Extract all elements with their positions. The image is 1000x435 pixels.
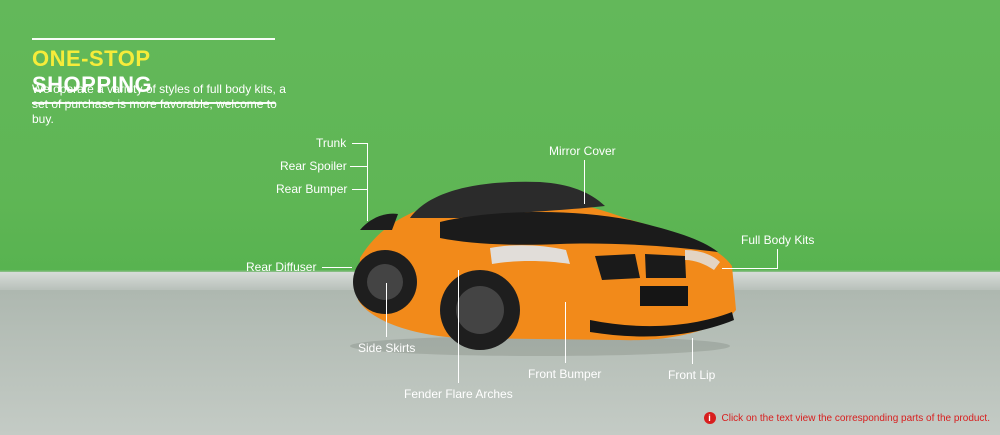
part-link-front-lip[interactable]: Front Lip — [668, 368, 716, 382]
title-highlight: ONE-STOP — [32, 46, 151, 71]
part-link-front-bumper[interactable]: Front Bumper — [528, 367, 602, 381]
part-link-rear-spoiler[interactable]: Rear Spoiler — [280, 159, 347, 173]
leader-line-rear-vertical — [367, 143, 368, 221]
leader-line-trunk — [352, 143, 368, 144]
leader-line-rear-bumper — [352, 189, 368, 190]
leader-line-rear-diffuser — [322, 267, 352, 268]
leader-line-full-body-kits-horizontal — [722, 268, 778, 269]
page-title: ONE-STOP SHOPPING — [32, 46, 275, 98]
part-link-trunk[interactable]: Trunk — [316, 136, 347, 150]
part-link-side-skirts[interactable]: Side Skirts — [358, 341, 416, 355]
part-link-mirror-cover[interactable]: Mirror Cover — [549, 144, 616, 158]
leader-line-side-skirts — [386, 283, 387, 337]
leader-line-front-lip — [692, 338, 693, 364]
header-top-rule — [32, 38, 275, 40]
header-bottom-rule — [32, 102, 275, 104]
section-header: ONE-STOP SHOPPING — [32, 38, 275, 104]
part-link-fender-flare-arches[interactable]: Fender Flare Arches — [404, 387, 513, 401]
instruction-note: i Click on the text view the correspondi… — [703, 412, 990, 424]
leader-line-fender-flare-arches — [458, 270, 459, 383]
car-image — [350, 181, 736, 356]
instruction-note-text: Click on the text view the corresponding… — [721, 412, 990, 424]
header-description: We operate a variety of styles of full b… — [32, 82, 286, 126]
leader-line-full-body-kits-vertical — [777, 249, 778, 269]
leader-line-mirror-cover — [584, 160, 585, 204]
part-link-rear-bumper[interactable]: Rear Bumper — [276, 182, 348, 196]
part-link-full-body-kits[interactable]: Full Body Kits — [741, 233, 815, 247]
part-link-rear-diffuser[interactable]: Rear Diffuser — [246, 260, 317, 274]
leader-line-front-bumper — [565, 302, 566, 363]
info-icon: i — [703, 412, 716, 424]
title-rest: SHOPPING — [32, 72, 153, 97]
leader-line-rear-spoiler — [350, 166, 368, 167]
